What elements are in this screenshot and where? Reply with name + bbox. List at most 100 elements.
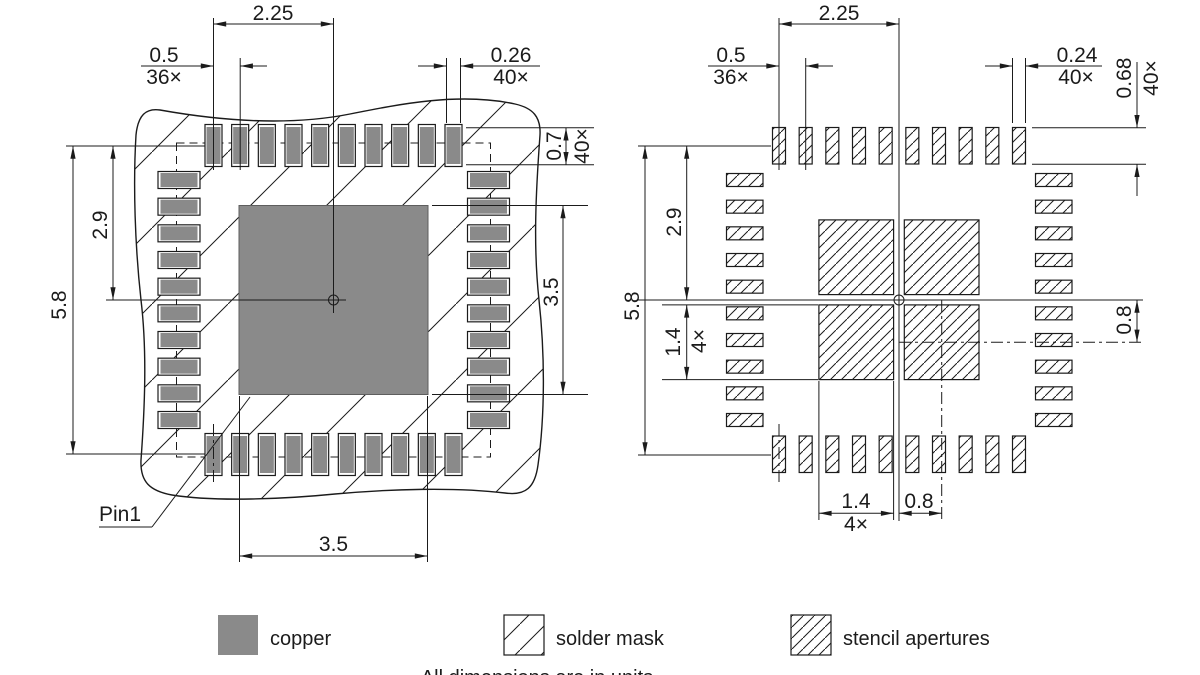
- aperture: [725, 226, 764, 241]
- aperture: [905, 435, 920, 474]
- dim-label: 2.25: [253, 2, 294, 25]
- stencil-pattern-view: 2.25 0.5 36× 0.24 40× 0.68 40×: [621, 2, 1163, 536]
- pin1-label: Pin1: [99, 503, 141, 526]
- dim-label: 5.8: [621, 291, 644, 320]
- dim-count: 40×: [1058, 66, 1094, 89]
- copper-pad: [446, 127, 461, 164]
- copper-pad: [160, 413, 198, 428]
- aperture: [985, 126, 1000, 165]
- copper-pad: [470, 306, 507, 321]
- copper-pad: [160, 226, 198, 241]
- aperture: [1034, 412, 1073, 428]
- dim-pad-length: 0.7 40×: [466, 127, 594, 166]
- paste-square-aperture: [903, 219, 980, 296]
- copper-pad: [313, 436, 328, 473]
- copper-pad: [393, 436, 408, 473]
- dim-label: 0.68: [1113, 58, 1136, 99]
- origin-crosshair: [893, 294, 905, 306]
- dim-heights: 2.9 5.8: [48, 145, 205, 455]
- legend: copper solder mask stencil apertures All…: [218, 614, 990, 675]
- dim-label: 5.8: [48, 290, 71, 319]
- dim-span: 2.25: [213, 2, 334, 170]
- copper-pad: [419, 127, 434, 164]
- aperture: [725, 279, 764, 294]
- aperture: [958, 435, 973, 474]
- aperture: [725, 306, 764, 321]
- dim-aperture-length: 0.68 40×: [1032, 58, 1163, 196]
- dim-paste-square-height: 1.4 4×: [662, 304, 818, 381]
- copper-pad: [160, 359, 198, 374]
- dim-count: 40×: [493, 66, 529, 89]
- aperture: [931, 435, 947, 474]
- copper-pad: [470, 413, 507, 428]
- aperture: [1034, 359, 1073, 374]
- legend-label: stencil apertures: [843, 628, 990, 650]
- dim-paste-offset-v: 0.8: [1113, 299, 1140, 343]
- copper-pad: [160, 199, 198, 214]
- copper-swatch-icon: [218, 615, 258, 655]
- dimensions-note: All dimensions are in units: [421, 667, 653, 675]
- dim-label: 0.5: [149, 44, 178, 67]
- copper-pad: [470, 173, 507, 187]
- dim-label: 0.5: [716, 44, 745, 67]
- aperture: [725, 359, 764, 374]
- paste-square-aperture: [818, 304, 895, 381]
- aperture: [851, 126, 867, 165]
- copper-pad: [419, 436, 434, 473]
- copper-pad: [339, 436, 354, 473]
- legend-item-stencil-apertures: stencil apertures: [790, 614, 990, 656]
- legend-item-copper: copper: [218, 615, 331, 655]
- aperture: [985, 435, 1000, 474]
- copper-pad: [393, 127, 408, 164]
- copper-pad: [470, 279, 507, 294]
- copper-pad: [286, 127, 301, 164]
- dim-count: 40×: [1140, 60, 1163, 96]
- aperture: [1034, 332, 1073, 348]
- copper-pad: [160, 306, 198, 321]
- aperture: [878, 435, 893, 474]
- dim-label: 0.7: [543, 131, 566, 160]
- dim-label: 0.26: [491, 44, 532, 67]
- origin-crosshair: [328, 294, 339, 306]
- land-pattern-view: 2.25 0.5 36× 0.26 40× 0.7 40×: [48, 2, 594, 562]
- paste-square-aperture: [818, 219, 895, 296]
- copper-pad: [233, 436, 248, 473]
- copper-pad: [366, 127, 381, 164]
- copper-pad: [313, 127, 328, 164]
- leader-line: [151, 396, 251, 528]
- copper-pad: [470, 386, 507, 401]
- copper-pad: [259, 436, 274, 473]
- dim-center-pad-width: 3.5: [239, 396, 428, 562]
- dim-label: 2.25: [819, 2, 860, 25]
- aperture: [1011, 435, 1027, 474]
- aperture: [825, 126, 840, 165]
- dim-count: 4×: [688, 329, 711, 353]
- copper-pad: [160, 279, 198, 294]
- dim-label: 2.9: [89, 210, 112, 239]
- aperture: [958, 126, 973, 165]
- copper-pad: [470, 333, 507, 348]
- stencil-swatch-icon: [790, 614, 832, 656]
- legend-label: solder mask: [556, 628, 665, 650]
- aperture: [725, 412, 764, 428]
- copper-pad: [339, 127, 354, 164]
- dim-label: 0.8: [904, 490, 933, 513]
- copper-pad: [366, 436, 381, 473]
- aperture: [725, 386, 764, 401]
- dim-label: 2.9: [663, 207, 686, 236]
- dim-count: 40×: [571, 128, 594, 164]
- aperture: [725, 252, 764, 268]
- dim-label: 3.5: [540, 277, 563, 306]
- dim-aperture-width: 0.24 40×: [985, 44, 1102, 123]
- dim-center-pad-height: 3.5: [432, 205, 588, 395]
- aperture: [1034, 279, 1073, 294]
- aperture: [1034, 386, 1073, 401]
- pin1-callout: Pin1: [99, 396, 251, 528]
- copper-pad: [470, 199, 507, 214]
- dim-span: 2.25: [778, 2, 900, 170]
- aperture: [725, 332, 764, 348]
- copper-pad: [470, 226, 507, 241]
- aperture: [1034, 252, 1073, 268]
- dim-label: 1.4: [841, 490, 871, 513]
